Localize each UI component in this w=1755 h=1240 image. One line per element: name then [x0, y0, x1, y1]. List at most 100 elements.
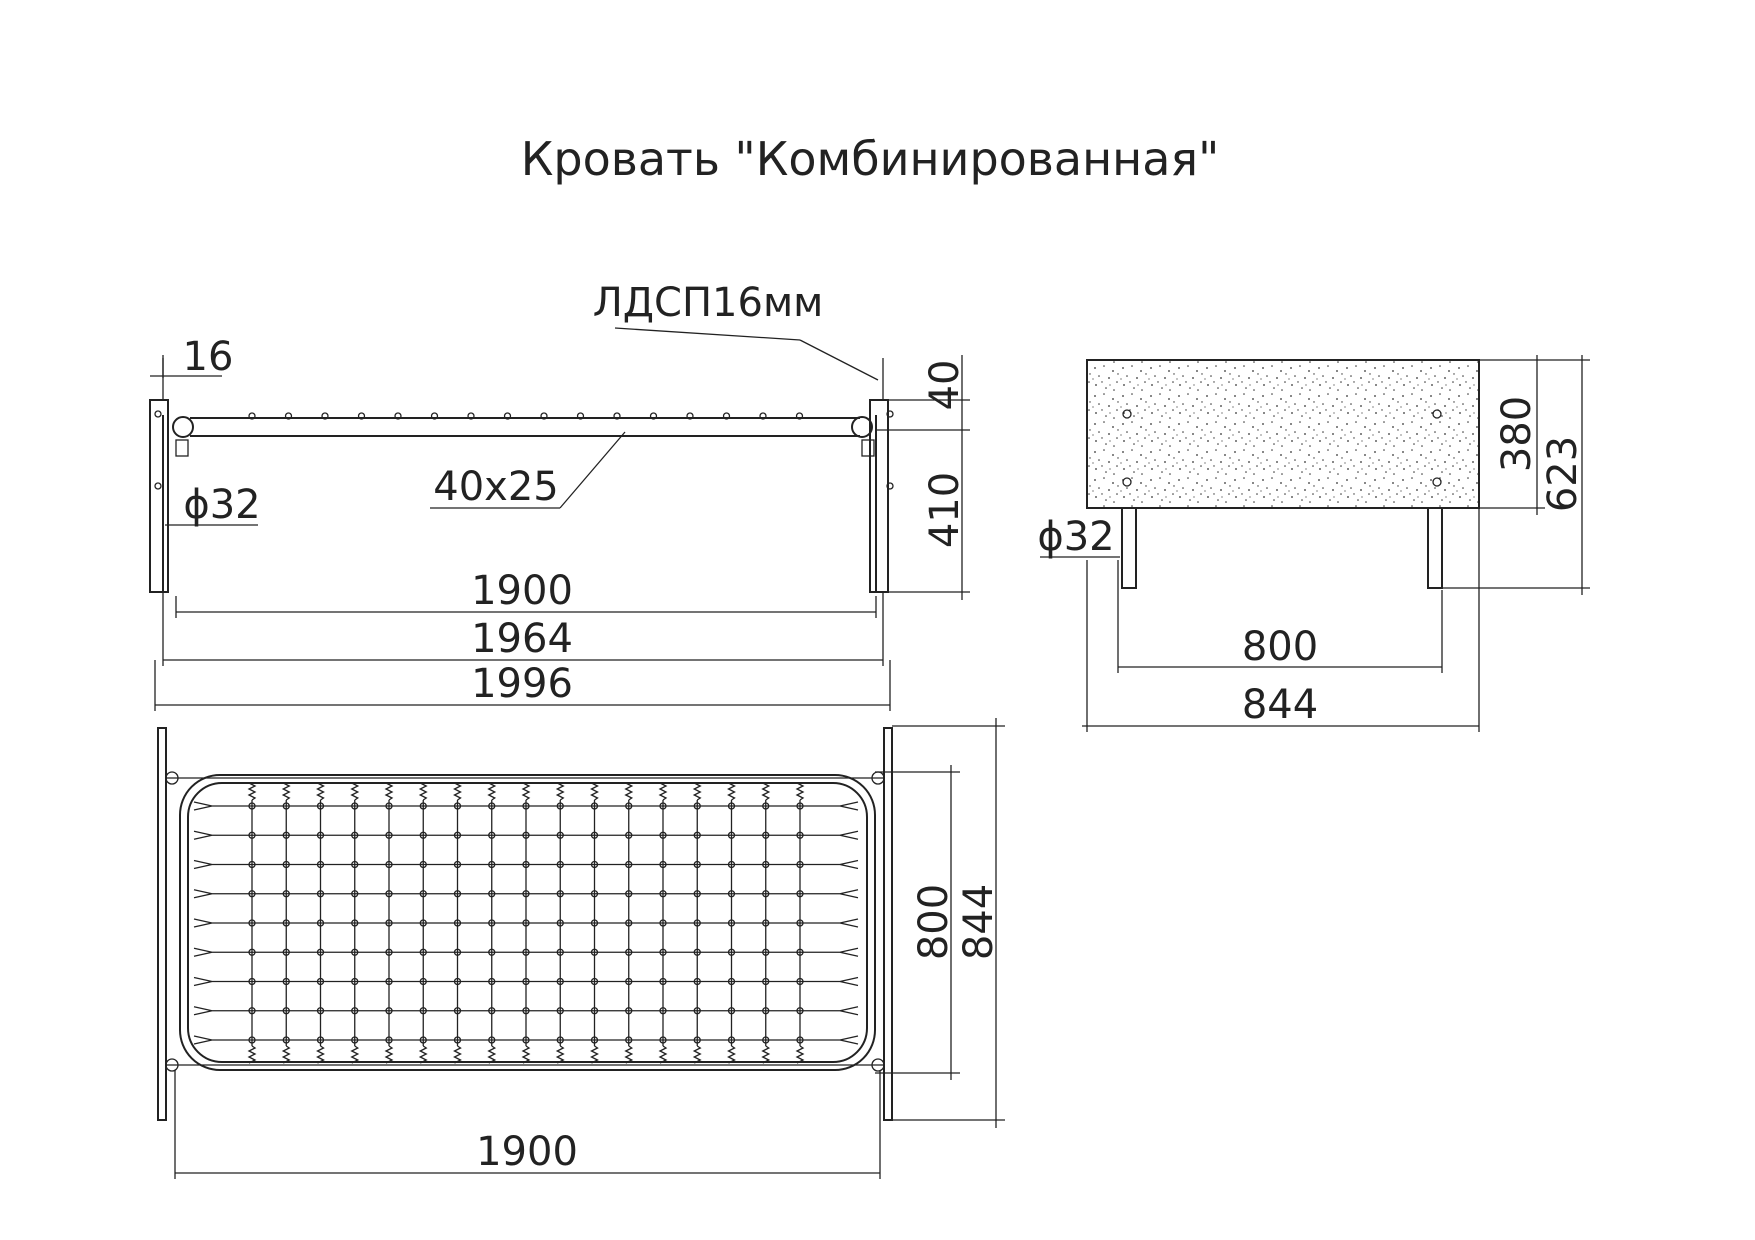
- mesh-node: [762, 948, 770, 956]
- mesh-node: [556, 1036, 564, 1044]
- spring: [487, 1045, 497, 1064]
- dim-mid-length: 1964: [471, 616, 573, 662]
- mesh-node: [419, 948, 427, 956]
- mesh-node: [522, 860, 530, 869]
- mesh-node: [625, 831, 633, 839]
- mesh-node: [282, 890, 290, 898]
- spring: [281, 1045, 291, 1064]
- mesh-node: [762, 919, 770, 927]
- mesh-node: [659, 831, 667, 839]
- mesh-node: [659, 948, 667, 956]
- mesh-node: [796, 802, 804, 810]
- mesh-node: [625, 948, 633, 956]
- mesh-node: [590, 948, 599, 956]
- mesh-node: [351, 1007, 359, 1015]
- spring: [555, 1045, 565, 1064]
- mesh-node: [590, 1036, 599, 1044]
- mesh-node: [248, 831, 256, 839]
- mesh-node: [488, 948, 496, 956]
- mesh-node: [316, 831, 325, 839]
- mesh-node: [385, 977, 393, 986]
- outer-frame: [179, 774, 876, 1071]
- mesh-node: [727, 860, 736, 869]
- mesh-node: [727, 831, 736, 839]
- mesh-node: [488, 802, 496, 810]
- mesh-node: [625, 919, 633, 927]
- spring: [800, 947, 859, 957]
- mesh-node: [693, 977, 701, 986]
- left-leg: [1121, 507, 1137, 589]
- mesh-node: [659, 919, 667, 927]
- spring: [193, 918, 252, 928]
- mesh-node: [659, 1036, 667, 1044]
- mesh-node: [316, 1036, 325, 1044]
- mesh-node: [659, 890, 667, 898]
- mesh-node: [248, 977, 256, 986]
- mesh-node: [419, 890, 427, 898]
- spring: [316, 1045, 325, 1064]
- mesh-node: [282, 1036, 290, 1044]
- mesh-node: [385, 890, 393, 898]
- mesh-node: [282, 831, 290, 839]
- side-view: 16 ЛДСП16мм 40x25 ϕ32 40 410 1900 1964 1…: [149, 280, 970, 711]
- mesh-node: [762, 1036, 770, 1044]
- mesh-node: [556, 802, 564, 810]
- rail-dot: [613, 412, 621, 420]
- mesh-node: [556, 831, 564, 839]
- mesh-node: [796, 1007, 804, 1015]
- mesh-node: [762, 977, 770, 986]
- mesh-node: [727, 948, 736, 956]
- top-left-headboard: [157, 727, 167, 1121]
- mesh-node: [488, 890, 496, 898]
- rail-dot: [248, 412, 256, 420]
- spring: [800, 859, 859, 870]
- mesh-node: [522, 919, 530, 927]
- mesh-node: [727, 890, 736, 898]
- mesh-node: [453, 1007, 462, 1015]
- spring: [247, 782, 257, 801]
- mesh-node: [796, 919, 804, 927]
- dim-total-length: 1996: [471, 661, 573, 707]
- mesh-node: [590, 890, 599, 898]
- spring: [193, 859, 252, 870]
- inner-frame: [187, 782, 868, 1063]
- spring: [193, 947, 252, 957]
- mesh-node: [625, 802, 633, 810]
- spring: [453, 782, 462, 801]
- rail-dot: [795, 412, 804, 420]
- mesh-node: [282, 1007, 290, 1015]
- spring: [350, 782, 360, 801]
- mesh-node: [351, 919, 359, 927]
- mesh-node: [385, 860, 393, 869]
- mesh-node: [248, 860, 256, 869]
- spring: [624, 782, 634, 801]
- mesh-node: [625, 977, 633, 986]
- spring: [590, 782, 599, 801]
- mesh-node: [522, 1036, 530, 1044]
- chipboard-panel: [1086, 359, 1480, 509]
- mesh-node: [316, 890, 325, 898]
- mesh-node: [419, 977, 427, 986]
- mesh-node: [248, 1007, 256, 1015]
- spring: [761, 1045, 771, 1064]
- mesh-node: [385, 1036, 393, 1044]
- mesh-node: [556, 919, 564, 927]
- rail-dot: [503, 412, 512, 420]
- mesh-node: [282, 948, 290, 956]
- mesh-node: [625, 890, 633, 898]
- spring: [692, 782, 702, 801]
- mesh-node: [385, 1007, 393, 1015]
- mesh-node: [351, 802, 359, 810]
- mesh-node: [453, 831, 462, 839]
- mesh-node: [659, 802, 667, 810]
- mesh-node: [488, 919, 496, 927]
- spring: [727, 1045, 736, 1064]
- spring: [281, 782, 291, 801]
- mesh-node: [590, 802, 599, 810]
- spring: [384, 782, 394, 801]
- mesh-node: [453, 948, 462, 956]
- mesh-node: [693, 890, 701, 898]
- dim-inner-length: 1900: [471, 568, 573, 614]
- mesh-node: [419, 1036, 427, 1044]
